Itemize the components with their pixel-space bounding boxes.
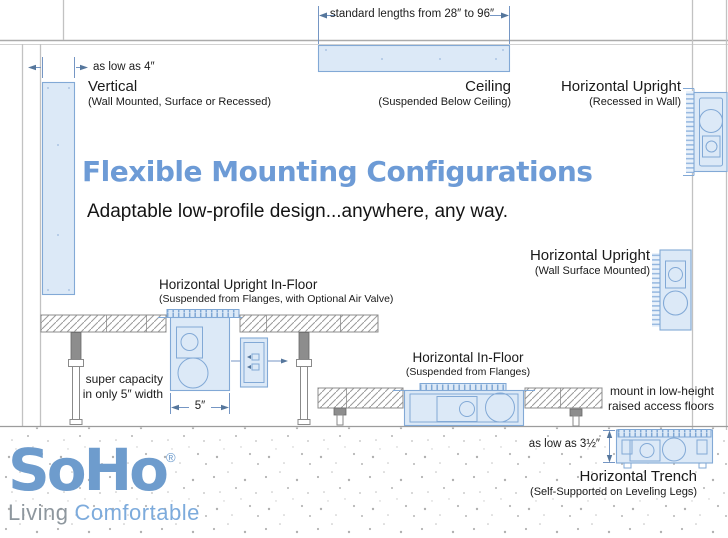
page-title: Flexible Mounting Configurations <box>82 155 593 188</box>
raised-floor-lower <box>317 387 603 427</box>
config-vertical-desc: (Wall Mounted, Surface or Recessed) <box>88 96 271 109</box>
brand-name: SoHo <box>8 436 169 504</box>
config-upright-in-floor-desc: (Suspended from Flanges, with Optional A… <box>159 293 394 306</box>
upright-surface-unit-drawing <box>652 249 692 331</box>
in-floor-unit-drawing <box>393 383 535 427</box>
registered-mark: ® <box>166 450 176 465</box>
trench-unit-drawing <box>615 429 714 469</box>
page-subtitle: Adaptable low-profile design...anywhere,… <box>87 201 509 222</box>
config-upright-recessed-desc: (Recessed in Wall) <box>589 96 681 109</box>
raised-floor-upper <box>40 314 379 425</box>
upright-recessed-unit-drawing <box>683 88 728 176</box>
tagline-word-2: Comfortable <box>74 500 200 525</box>
dim-standard-lengths-label: standard lengths from 28″ to 96″ <box>329 8 495 20</box>
config-trench-name: Horizontal Trench <box>579 468 697 485</box>
ceiling-unit-drawing <box>317 44 511 73</box>
mount-note: mount in low-height raised access floors <box>608 384 714 414</box>
config-vertical-name: Vertical <box>88 78 138 95</box>
dim-as-low-as-4-lines <box>28 57 88 78</box>
concrete-slab <box>0 425 728 538</box>
config-in-floor-name: Horizontal In-Floor <box>412 350 524 365</box>
config-ceiling: Ceiling (Suspended Below Ceiling) <box>378 78 511 110</box>
mount-note-line2: raised access floors <box>607 399 714 413</box>
wall-lines <box>21 0 728 430</box>
config-trench-desc: (Self-Supported on Leveling Legs) <box>530 486 697 499</box>
config-trench: Horizontal Trench (Self-Supported on Lev… <box>530 468 697 500</box>
tagline-word-1: Living <box>8 500 69 525</box>
config-in-floor-desc: (Suspended from Flanges) <box>405 366 531 379</box>
config-ceiling-name: Ceiling <box>465 78 511 95</box>
config-upright-recessed-name: Horizontal Upright <box>560 78 681 95</box>
dim-width-5-lines <box>170 393 230 414</box>
vertical-unit-drawing <box>41 81 76 296</box>
config-upright-surface: Horizontal Upright (Wall Surface Mounted… <box>530 247 650 279</box>
config-vertical: Vertical (Wall Mounted, Surface or Reces… <box>88 78 271 110</box>
ceiling-lines <box>0 39 728 45</box>
dim-width-5-label: 5″ <box>194 400 206 412</box>
super-capacity-line2: in only 5″ width <box>82 387 163 401</box>
super-capacity-note: super capacity in only 5″ width <box>83 372 163 402</box>
config-upright-recessed: Horizontal Upright (Recessed in Wall) <box>561 78 681 110</box>
super-capacity-line1: super capacity <box>85 372 163 386</box>
mount-note-line1: mount in low-height <box>609 384 714 398</box>
dim-as-low-as-3-5-label: as low as 3½″ <box>528 438 600 450</box>
config-upright-in-floor-name: Horizontal Upright In-Floor <box>159 277 318 292</box>
dim-as-low-as-3-5-lines <box>603 430 615 463</box>
dim-as-low-as-4-label: as low as 4″ <box>93 61 155 73</box>
config-in-floor: Horizontal In-Floor (Suspended from Flan… <box>368 350 568 379</box>
config-upright-in-floor: Horizontal Upright In-Floor (Suspended f… <box>159 277 393 306</box>
dim-standard-lengths-lines <box>318 6 510 44</box>
config-upright-surface-desc: (Wall Surface Mounted) <box>534 265 650 278</box>
config-ceiling-desc: (Suspended Below Ceiling) <box>378 96 511 109</box>
config-upright-surface-name: Horizontal Upright <box>529 247 650 264</box>
upright-in-floor-unit-drawing <box>158 309 288 392</box>
